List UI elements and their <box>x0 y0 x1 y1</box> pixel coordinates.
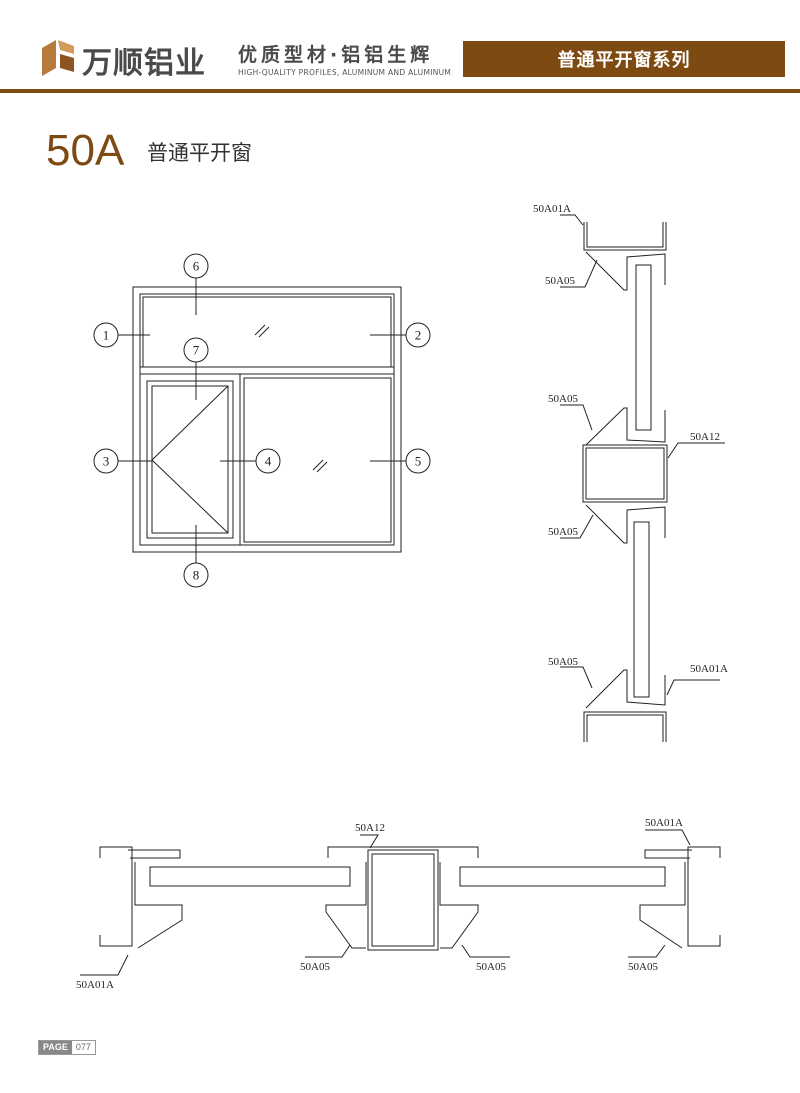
marker-1: 1 <box>93 322 119 348</box>
label-hs-50A05: 50A05 <box>476 961 506 973</box>
label-vs-50A05: 50A05 <box>548 526 578 538</box>
svg-text:3: 3 <box>103 454 110 469</box>
logo <box>38 40 78 76</box>
label-vs-50A05: 50A05 <box>545 275 575 287</box>
series-title: 普通平开窗系列 <box>463 41 785 77</box>
marker-8: 8 <box>183 562 209 588</box>
svg-text:4: 4 <box>265 454 272 469</box>
horizontal-section: 50A12 50A01A 50A01A 50A05 50A05 50A05 <box>76 817 721 991</box>
logo-icon <box>42 40 74 76</box>
marker-6: 6 <box>183 253 209 279</box>
page-label: PAGE <box>39 1041 72 1054</box>
label-hs-50A05: 50A05 <box>300 961 330 973</box>
svg-text:5: 5 <box>415 454 422 469</box>
marker-3: 3 <box>93 448 119 474</box>
label-hs-50A01A-left: 50A01A <box>76 979 114 991</box>
tagline: 优质型材·铝铝生辉 <box>238 44 434 66</box>
marker-2: 2 <box>405 322 431 348</box>
label-vs-50A12: 50A12 <box>690 431 720 443</box>
model-number: 50A <box>46 126 125 175</box>
tagline-english: HIGH-QUALITY PROFILES, ALUMINUM AND ALUM… <box>238 68 452 77</box>
label-vs-50A05: 50A05 <box>548 393 578 405</box>
svg-text:7: 7 <box>193 343 200 358</box>
page-footer: PAGE 077 <box>38 1040 96 1055</box>
model-name: 普通平开窗 <box>147 141 252 165</box>
vertical-section: 50A01A 50A05 50A05 50A12 50A05 50A05 50A… <box>533 203 728 742</box>
page-number: 077 <box>75 1042 91 1052</box>
brand-name: 万顺铝业 <box>82 46 206 81</box>
svg-text:2: 2 <box>415 328 422 343</box>
svg-text:8: 8 <box>193 568 200 583</box>
marker-7: 7 <box>183 337 209 363</box>
svg-text:1: 1 <box>103 328 110 343</box>
label-hs-50A01A-right: 50A01A <box>645 817 683 829</box>
window-elevation: 1 2 3 4 5 6 7 8 <box>93 253 431 588</box>
label-hs-50A05: 50A05 <box>628 961 658 973</box>
svg-text:6: 6 <box>193 259 200 274</box>
label-vs-50A01A-top: 50A01A <box>533 203 571 215</box>
marker-5: 5 <box>405 448 431 474</box>
label-hs-50A12: 50A12 <box>355 822 385 834</box>
label-vs-50A01A-bottom: 50A01A <box>690 663 728 675</box>
label-vs-50A05: 50A05 <box>548 656 578 668</box>
header-divider <box>0 89 800 93</box>
marker-4: 4 <box>255 448 281 474</box>
